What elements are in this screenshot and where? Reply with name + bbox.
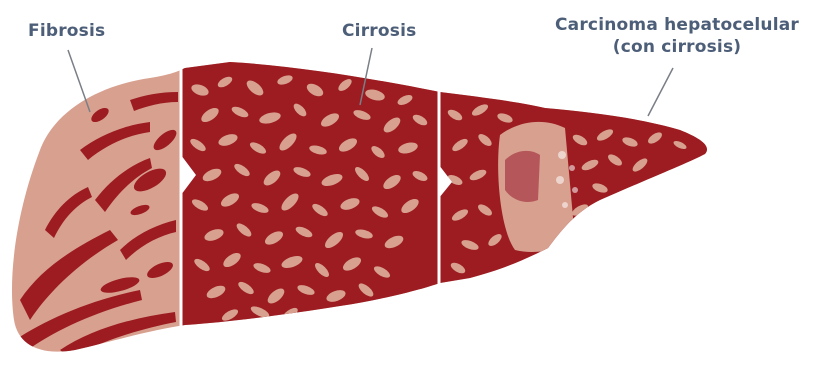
label-fibrosis: Fibrosis	[28, 20, 105, 42]
label-carcinoma-line2: (con cirrosis)	[542, 36, 812, 58]
label-carcinoma: Carcinoma hepatocelular (con cirrosis)	[542, 14, 812, 58]
label-carcinoma-line1: Carcinoma hepatocelular	[542, 14, 812, 36]
leader-fibrosis	[68, 50, 90, 112]
cirrosis-region	[182, 55, 440, 335]
label-cirrosis: Cirrosis	[342, 20, 416, 42]
leader-carcinoma	[648, 68, 673, 116]
carcinoma-region	[440, 85, 720, 295]
